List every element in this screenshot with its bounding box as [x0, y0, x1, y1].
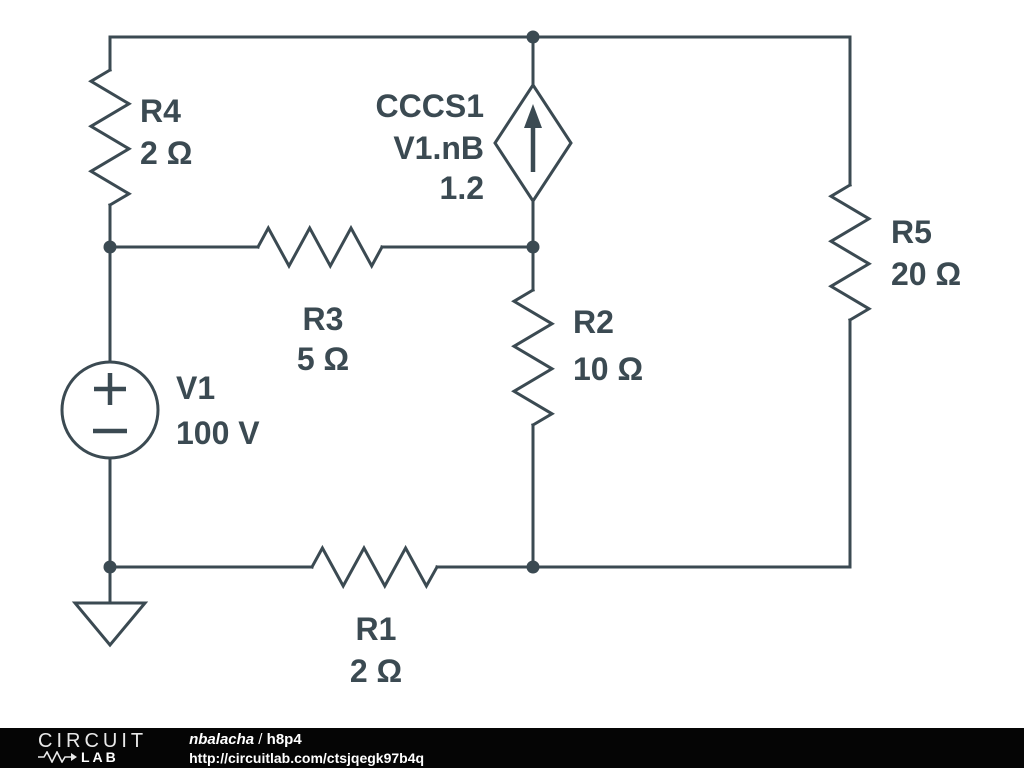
plus-sign-icon — [94, 373, 126, 405]
voltage-source-V1: V1 100 V — [60, 360, 260, 460]
node-dot — [103, 560, 117, 574]
r2-label: R2 — [573, 304, 614, 340]
r5-label: R5 — [891, 214, 932, 250]
logo-circuit-text: CIRCUIT — [38, 730, 148, 752]
node-dot — [526, 30, 540, 44]
r1-value: 2 Ω — [350, 653, 402, 689]
circuit-title: h8p4 — [266, 730, 302, 748]
node-dot — [526, 240, 540, 254]
v1-circle — [60, 360, 160, 460]
resistor-R4-zigzag — [88, 67, 132, 208]
resistor-zigzag-icon — [38, 751, 77, 763]
r2-value: 10 Ω — [573, 351, 643, 387]
circuit-schematic: R4 2 Ω CCCS1 V1.nB 1.2 R5 20 Ω R3 5 Ω R2… — [60, 30, 962, 689]
r5-value: 20 Ω — [891, 256, 961, 292]
r3-label: R3 — [303, 301, 344, 337]
node-dot — [103, 240, 117, 254]
current-source-CCCS1: CCCS1 V1.nB 1.2 — [376, 82, 573, 206]
r4-value: 2 Ω — [140, 135, 192, 171]
node-dot — [526, 560, 540, 574]
resistor-R3: R3 5 Ω — [255, 224, 385, 377]
resistor-R5-zigzag — [828, 182, 872, 323]
circuit-url: http://circuitlab.com/ctsjqegk97b4q — [189, 749, 425, 766]
cccs1-gain: 1.2 — [440, 170, 484, 206]
resistor-R4: R4 2 Ω — [88, 67, 192, 208]
resistor-R2-zigzag — [511, 287, 555, 428]
cccs1-control: V1.nB — [393, 130, 484, 166]
r4-label: R4 — [140, 93, 181, 129]
attribution-separator: / — [254, 730, 267, 748]
footer-bar: CIRCUIT LAB nbalacha / h8p4 http://circu… — [0, 728, 1024, 768]
resistor-R1-zigzag — [309, 544, 440, 590]
author-name: nbalacha — [189, 730, 255, 748]
circuitlab-logo: CIRCUIT LAB — [38, 730, 148, 765]
wire-net — [108, 35, 852, 605]
resistor-R5: R5 20 Ω — [828, 182, 961, 323]
v1-label: V1 — [176, 370, 215, 406]
ground-symbol — [71, 601, 149, 648]
cccs1-label: CCCS1 — [376, 88, 484, 124]
logo-lab-text: LAB — [81, 749, 119, 765]
footer-info: nbalacha / h8p4 http://circuitlab.com/ct… — [189, 730, 424, 767]
circuit-attribution: nbalacha / h8p4 — [189, 730, 424, 749]
resistor-R3-zigzag — [255, 224, 385, 270]
resistor-R2: R2 10 Ω — [511, 287, 643, 428]
r1-label: R1 — [356, 611, 397, 647]
resistor-R1: R1 2 Ω — [309, 544, 440, 689]
arrow-up-head — [524, 104, 542, 128]
v1-value: 100 V — [176, 415, 260, 451]
r3-value: 5 Ω — [297, 341, 349, 377]
